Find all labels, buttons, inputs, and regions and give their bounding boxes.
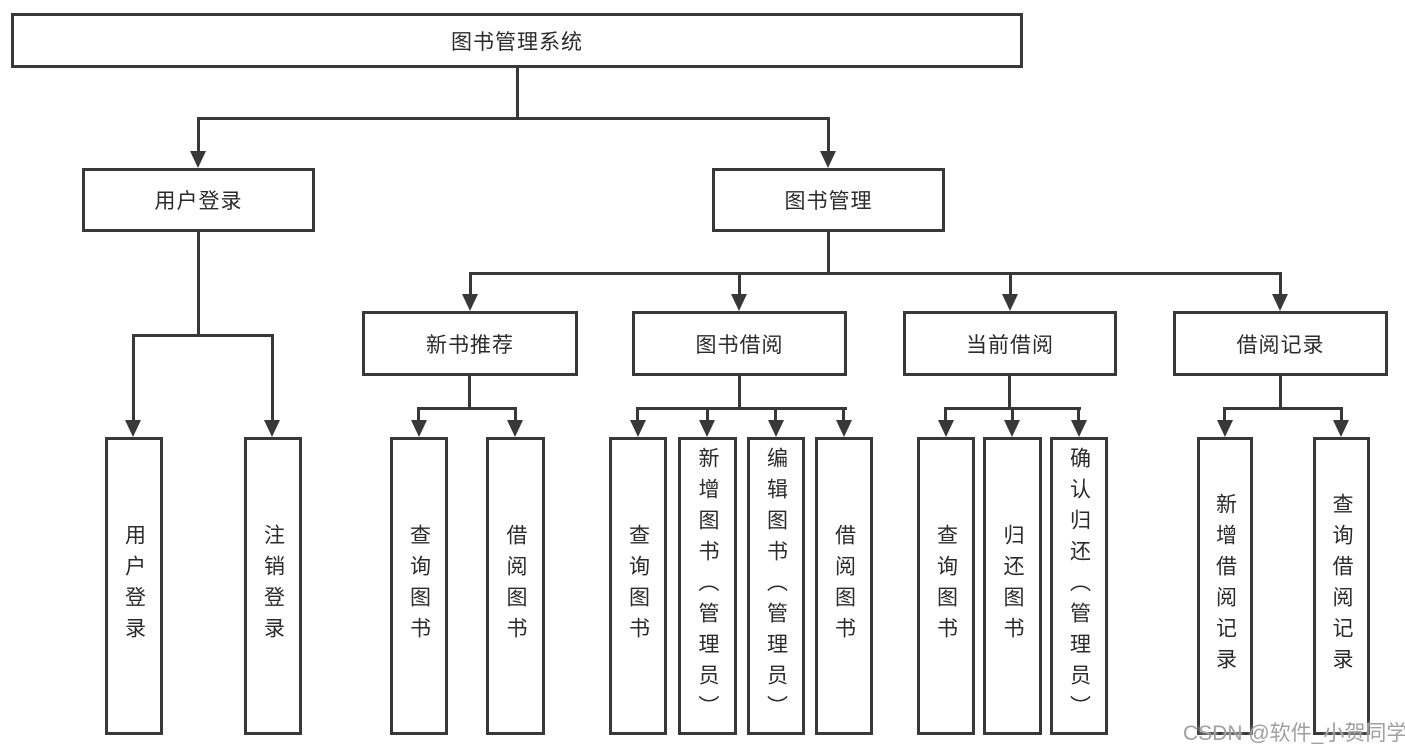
arrowhead-down-icon — [1071, 420, 1087, 437]
leaf-confirm-return-admin-label: 确认归还（管理员） — [1067, 446, 1091, 726]
connector-line — [417, 407, 517, 410]
leaf-add-borrow-record: 新增借阅记录 — [1197, 437, 1253, 735]
arrowhead-down-icon — [190, 151, 206, 168]
connector-line — [132, 334, 274, 337]
leaf-query-books-label: 查询图书 — [407, 524, 431, 648]
arrowhead-down-icon — [1004, 420, 1020, 437]
connector-line — [132, 337, 135, 422]
leaf-query-borrow-record-label: 查询借阅记录 — [1330, 493, 1353, 679]
node-root: 图书管理系统 — [11, 13, 1023, 68]
leaf-logout-label: 注销登录 — [261, 524, 285, 648]
arrowhead-down-icon — [462, 294, 478, 311]
connector-line — [636, 407, 847, 410]
leaf-add-books-admin: 新增图书（管理员） — [678, 437, 737, 735]
arrowhead-down-icon — [731, 294, 747, 311]
csdn-watermark: CSDN @软件_小贺同学 — [1183, 722, 1405, 745]
connector-line — [738, 376, 741, 407]
leaf-add-borrow-record-label: 新增借阅记录 — [1213, 493, 1237, 679]
leaf-user-login: 用户登录 — [105, 437, 163, 735]
connector-line — [516, 68, 519, 117]
connector-line — [706, 410, 709, 422]
leaf-borrow-books-label: 借阅图书 — [832, 524, 856, 648]
connector-line — [197, 232, 200, 334]
connector-line — [469, 272, 1282, 275]
node-root-label: 图书管理系统 — [451, 30, 583, 54]
connector-line — [271, 337, 274, 422]
node-current-borrowing: 当前借阅 — [903, 311, 1117, 376]
node-book-management: 图书管理 — [712, 168, 945, 232]
connector-line — [1009, 275, 1012, 296]
node-borrowing-records-label: 借阅记录 — [1236, 333, 1325, 357]
arrowhead-down-icon — [264, 420, 280, 437]
leaf-return-books-label: 归还图书 — [1001, 524, 1024, 648]
connector-line — [417, 410, 420, 422]
node-current-borrowing-label: 当前借阅 — [966, 333, 1054, 357]
node-user-login-label: 用户登录 — [154, 190, 243, 213]
connector-line — [469, 275, 472, 296]
connector-line — [1008, 376, 1011, 407]
connector-line — [774, 410, 777, 422]
connector-line — [827, 120, 830, 153]
leaf-confirm-return-admin: 确认归还（管理员） — [1050, 437, 1108, 735]
arrowhead-down-icon — [507, 420, 523, 437]
leaf-borrow-books-under-borrowing: 借阅图书 — [815, 437, 873, 735]
connector-line — [197, 120, 200, 153]
node-book-management-label: 图书管理 — [784, 190, 873, 213]
node-new-book-recommend-label: 新书推荐 — [426, 333, 514, 357]
connector-line — [1223, 410, 1226, 422]
leaf-user-login-label: 用户登录 — [122, 524, 146, 648]
leaf-add-books-admin-label: 新增图书（管理员） — [696, 446, 719, 726]
node-new-book-recommend: 新书推荐 — [362, 311, 578, 376]
connector-line — [1279, 376, 1282, 407]
arrowhead-down-icon — [125, 420, 141, 437]
arrowhead-down-icon — [1217, 420, 1233, 437]
leaf-query-books-label: 查询图书 — [934, 524, 958, 648]
leaf-query-books-under-recommend: 查询图书 — [390, 437, 448, 735]
node-book-borrowing-label: 图书借阅 — [695, 333, 784, 357]
connector-line — [197, 117, 830, 120]
connector-line — [1340, 410, 1343, 422]
node-user-login: 用户登录 — [82, 168, 315, 232]
connector-line — [1279, 275, 1282, 296]
leaf-query-borrow-record: 查询借阅记录 — [1313, 437, 1370, 735]
arrowhead-down-icon — [768, 420, 784, 437]
connector-line — [636, 410, 639, 422]
arrowhead-down-icon — [699, 420, 715, 437]
leaf-borrow-books-label: 借阅图书 — [504, 524, 527, 648]
leaf-return-books: 归还图书 — [983, 437, 1042, 735]
connector-line — [1011, 410, 1014, 422]
leaf-edit-books-admin-label: 编辑图书（管理员） — [764, 446, 788, 726]
connector-line — [738, 275, 741, 296]
leaf-query-books-label: 查询图书 — [626, 524, 650, 648]
arrowhead-down-icon — [836, 420, 852, 437]
arrowhead-down-icon — [820, 151, 836, 168]
leaf-edit-books-admin: 编辑图书（管理员） — [747, 437, 805, 735]
leaf-borrow-books-under-recommend: 借阅图书 — [486, 437, 545, 735]
node-book-borrowing: 图书借阅 — [632, 311, 847, 376]
connector-line — [1077, 410, 1080, 422]
connector-line — [842, 410, 845, 422]
leaf-query-books-under-current: 查询图书 — [917, 437, 975, 735]
connector-line — [944, 410, 947, 422]
arrowhead-down-icon — [1272, 294, 1288, 311]
connector-line — [514, 410, 517, 422]
connector-line — [468, 376, 471, 407]
arrowhead-down-icon — [1002, 294, 1018, 311]
node-borrowing-records: 借阅记录 — [1173, 311, 1388, 376]
arrowhead-down-icon — [411, 420, 427, 437]
connector-line — [827, 232, 830, 272]
leaf-query-books-under-borrowing: 查询图书 — [609, 437, 667, 735]
arrowhead-down-icon — [1333, 420, 1349, 437]
connector-line — [944, 407, 1081, 410]
arrowhead-down-icon — [630, 420, 646, 437]
leaf-logout: 注销登录 — [244, 437, 302, 735]
connector-line — [1223, 407, 1343, 410]
arrowhead-down-icon — [938, 420, 954, 437]
